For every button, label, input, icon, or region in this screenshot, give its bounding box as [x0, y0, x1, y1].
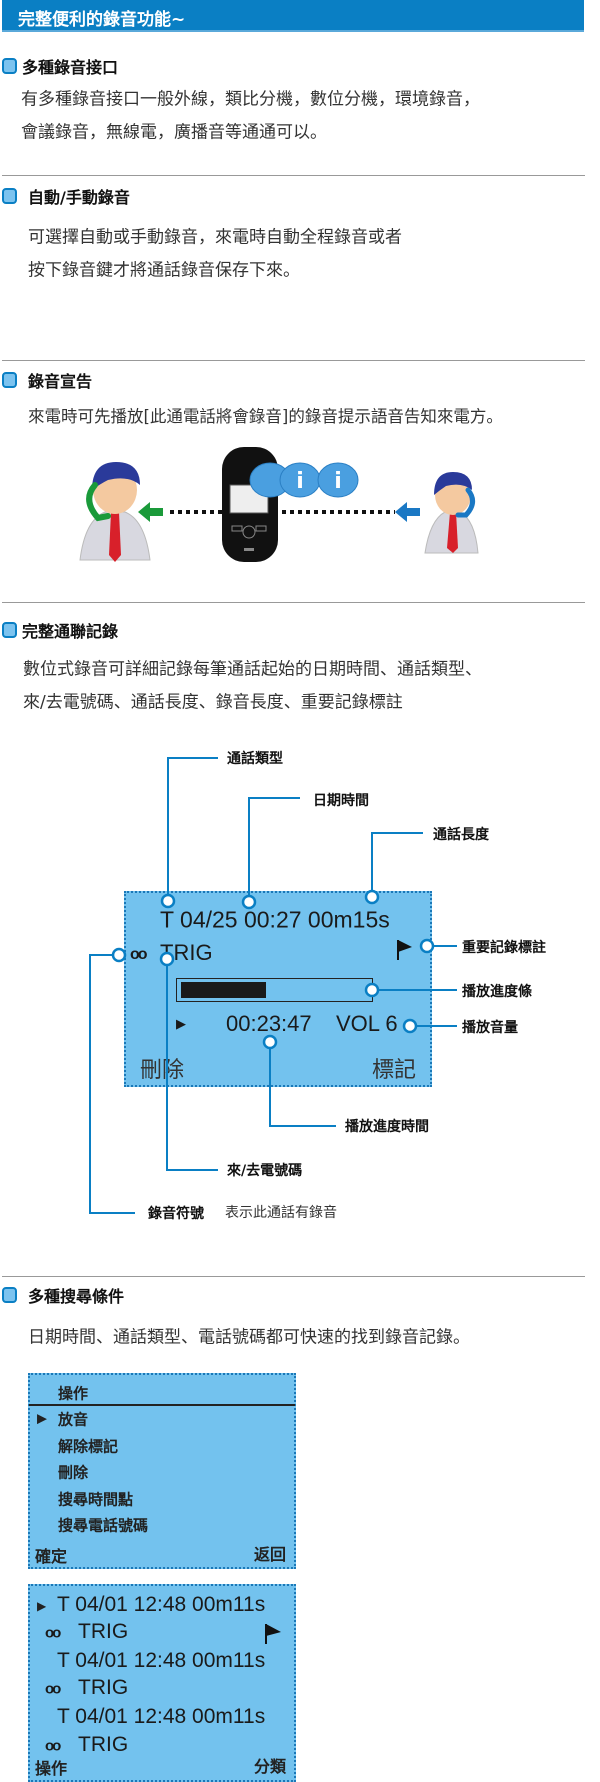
section-text: 有多種錄音接口一般外線，類比分機，數位分機，環境錄音， — [21, 89, 480, 110]
bullet-icon — [2, 622, 17, 638]
arrow-left-icon — [395, 502, 420, 522]
section-text: 按下錄音鍵才將通話錄音保存下來。 — [28, 260, 300, 281]
section-title: 自動/手動錄音 — [28, 188, 130, 207]
section-text: 來電時可先播放[此通電話將會錄音]的錄音提示語音告知來電方。 — [28, 407, 503, 426]
caller-left-icon — [79, 462, 151, 562]
section-title: 完整通聯記錄 — [22, 622, 119, 641]
divider — [2, 602, 585, 603]
delete-softkey[interactable]: 刪除 — [140, 1057, 185, 1082]
menu-divider — [29, 1404, 295, 1406]
callout-datetime: 日期時間 — [313, 793, 369, 809]
section-title: 多種搜尋條件 — [28, 1287, 125, 1306]
callout-number: 來/去電號碼 — [227, 1163, 303, 1179]
menu-title: 操作 — [58, 1384, 89, 1403]
callout-rec-symbol-desc: 表示此通話有錄音 — [225, 1205, 337, 1221]
operation-softkey[interactable]: 操作 — [35, 1759, 68, 1778]
recording-symbol-icon: oo — [45, 1680, 61, 1698]
announcement-illustration: i i — [79, 447, 479, 562]
recording-symbol-icon: oo — [45, 1737, 61, 1755]
volume: VOL 6 — [336, 1011, 398, 1036]
section-text: 可選擇自動或手動錄音，來電時自動全程錄音或者 — [28, 227, 402, 248]
bullet-icon — [2, 372, 17, 388]
flag-icon — [265, 1624, 281, 1644]
record-caller: TRIG — [78, 1620, 129, 1643]
selection-arrow-icon: ▶ — [37, 1599, 47, 1613]
bullet-icon — [2, 58, 17, 74]
header-banner: 完整便利的錄音功能~ — [2, 0, 584, 32]
divider — [2, 175, 585, 176]
record-row[interactable]: T 04/01 12:48 00m11s — [57, 1649, 266, 1672]
svg-text:i: i — [296, 469, 304, 494]
section-text: 數位式錄音可詳細記錄每筆通話起始的日期時間、通話類型、 — [23, 659, 482, 680]
menu-item-delete[interactable]: 刪除 — [58, 1463, 89, 1482]
section-title: 多種錄音接口 — [22, 58, 119, 77]
progress-fill — [181, 982, 267, 998]
bullet-icon — [2, 188, 17, 204]
callout-call-type: 通話類型 — [227, 751, 283, 767]
callout-rec-symbol: 錄音符號 — [148, 1206, 204, 1222]
selection-arrow-icon: ▶ — [37, 1411, 47, 1427]
back-softkey[interactable]: 返回 — [254, 1545, 287, 1564]
arrow-left-icon — [138, 502, 163, 522]
record-caller: TRIG — [78, 1676, 129, 1699]
callout-duration: 通話長度 — [433, 827, 489, 843]
menu-item-search-time[interactable]: 搜尋時間點 — [58, 1490, 134, 1509]
menu-item-unmark[interactable]: 解除標記 — [58, 1437, 119, 1456]
recording-symbol-icon: oo — [45, 1624, 61, 1642]
section-text: 日期時間、通話類型、電話號碼都可快速的找到錄音記錄。 — [28, 1327, 470, 1348]
callout-volume: 播放音量 — [462, 1020, 518, 1036]
svg-text:i: i — [334, 469, 342, 494]
callout-progress-bar: 播放進度條 — [462, 984, 532, 1000]
play-icon: ▶ — [176, 1016, 186, 1031]
recording-symbol-icon: oo — [130, 946, 147, 963]
menu-item-search-number[interactable]: 搜尋電話號碼 — [58, 1516, 149, 1535]
bullet-icon — [2, 1287, 17, 1303]
menu-item-play[interactable]: 放音 — [58, 1410, 89, 1429]
section-title: 錄音宣告 — [28, 372, 93, 391]
record-info: T 04/25 00:27 00m15s — [160, 906, 390, 933]
divider — [2, 1276, 585, 1277]
record-row[interactable]: T 04/01 12:48 00m11s — [57, 1705, 266, 1728]
header-title: 完整便利的錄音功能~ — [18, 10, 186, 30]
record-caller: TRIG — [78, 1733, 129, 1756]
callout-progress-time: 播放進度時間 — [345, 1119, 429, 1135]
caller-right-icon — [424, 472, 479, 554]
divider — [2, 360, 585, 361]
record-row[interactable]: T 04/01 12:48 00m11s — [57, 1593, 266, 1616]
section-text: 會議錄音，無線電，廣播音等通通可以。 — [21, 122, 327, 143]
callout-flag: 重要記錄標註 — [462, 940, 546, 956]
section-text: 來/去電號碼、通話長度、錄音長度、重要記錄標註 — [23, 692, 403, 713]
info-bubbles-icon: i i — [249, 462, 359, 498]
record-list-screen — [28, 1584, 296, 1782]
play-time: 00:23:47 — [226, 1011, 312, 1036]
flag-icon — [397, 940, 412, 960]
mark-softkey[interactable]: 標記 — [372, 1057, 417, 1082]
confirm-softkey[interactable]: 確定 — [35, 1547, 68, 1566]
category-softkey[interactable]: 分類 — [254, 1757, 287, 1776]
